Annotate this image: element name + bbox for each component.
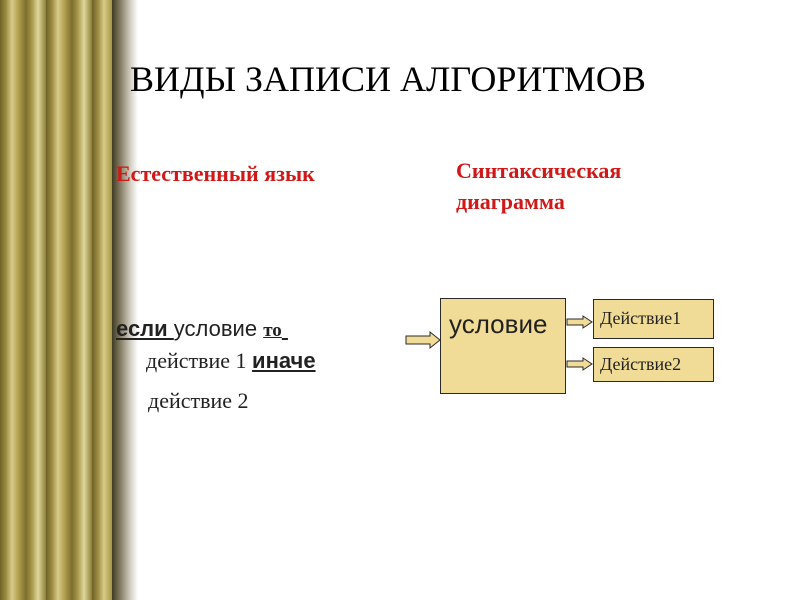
action2-box-label: Действие2 <box>600 354 682 374</box>
then-keyword: то <box>263 320 282 341</box>
slide-title: ВИДЫ ЗАПИСИ АЛГОРИТМОВ <box>130 59 646 99</box>
action1-box: Действие1 <box>593 299 714 339</box>
curtain-shadow <box>112 0 138 600</box>
natural-language-line-1: если условие то <box>116 316 322 342</box>
else-keyword: иначе <box>252 348 316 373</box>
condition-text: условие <box>173 316 264 341</box>
action2-box: Действие2 <box>593 347 714 382</box>
natural-language-heading: Естественный язык <box>116 161 315 186</box>
arrow-to-action1 <box>566 315 593 329</box>
syntax-diagram-heading-line2: диаграмма <box>456 189 565 214</box>
gold-curtain-decoration <box>0 0 112 600</box>
action1-box-label: Действие1 <box>600 308 682 328</box>
syntax-diagram-heading: Синтаксическая диаграмма <box>456 155 686 217</box>
natural-language-line-2: действие 1 иначе <box>146 348 316 374</box>
action1-text: действие 1 <box>146 348 253 373</box>
underline-gap <box>282 316 322 342</box>
if-keyword: если <box>116 316 174 341</box>
syntax-diagram-heading-line1: Синтаксическая <box>456 158 622 183</box>
natural-language-line-3: действие 2 <box>148 388 249 413</box>
arrow-to-action2 <box>566 357 593 371</box>
condition-box: условие <box>440 298 566 394</box>
entry-arrow <box>405 330 441 350</box>
condition-box-label: условие <box>449 309 548 339</box>
